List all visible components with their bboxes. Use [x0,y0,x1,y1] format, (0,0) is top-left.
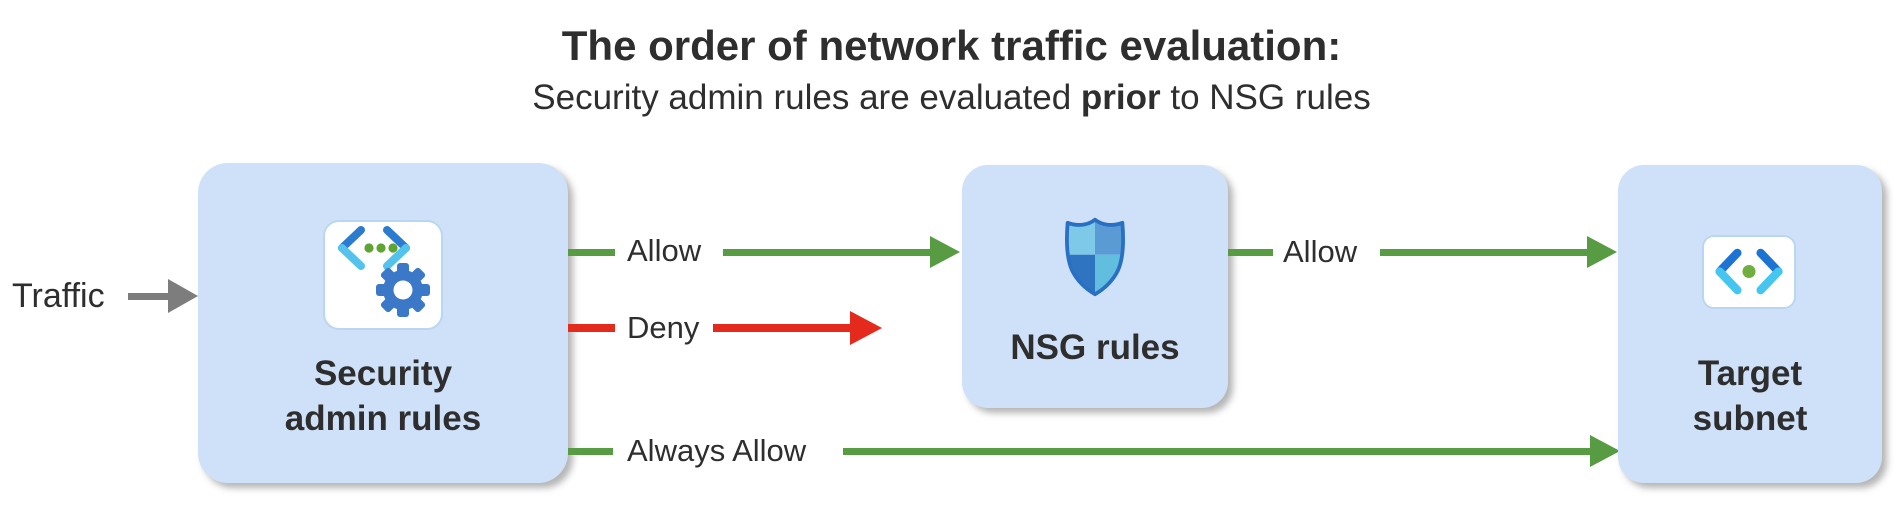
traffic-label: Traffic [12,277,105,315]
arrow-head-icon [1590,435,1620,467]
code-brackets-icon [1715,248,1783,295]
shield-icon [1065,217,1125,297]
node-label-target-subnet: Target subnet [1618,351,1882,441]
edge-label-allow: Allow [1283,234,1358,269]
edge-line [568,448,613,455]
page-title: The order of network traffic evaluation: [561,22,1342,69]
node-label-line: Target [1697,354,1803,393]
node-target-subnet: Target subnet [1618,165,1882,483]
edge-line [843,448,1590,455]
arrow-head-icon [850,311,882,345]
subtitle-part2: to NSG rules [1160,78,1371,117]
traffic-arrow-head-icon [168,279,198,313]
node-label-security-admin-rules: Security admin rules [198,351,568,441]
edge-line [713,324,850,332]
edge-line [568,249,615,256]
subtitle-bold: prior [1080,78,1161,117]
node-label-line: NSG rules [1010,328,1180,367]
arrow-head-icon [1587,236,1617,268]
edge-line [1380,249,1587,256]
page-subtitle: Security admin rules are evaluated prior… [0,78,1903,118]
node-label-line: subnet [1692,399,1808,438]
traffic-arrow-line [128,293,168,300]
node-label-line: admin rules [284,399,482,438]
arrow-head-icon [930,236,960,268]
node-label-line: Security [313,354,453,393]
subtitle-part1: Security admin rules are evaluated [532,78,1081,117]
node-nsg-rules: NSG rules [962,165,1228,408]
code-gear-icon [338,226,430,317]
node-label-nsg-rules: NSG rules [962,325,1228,370]
edge-line [568,324,615,332]
node-security-admin-rules: Security admin rules [198,163,568,483]
edge-line [723,249,930,256]
target-subnet-icon-plate [1702,235,1796,309]
edge-label-always-allow: Always Allow [627,433,807,468]
edge-label-allow: Allow [627,233,702,268]
security-admin-rules-icon-plate [323,220,443,330]
edge-label-deny: Deny [627,310,700,345]
edge-line [1228,249,1273,256]
